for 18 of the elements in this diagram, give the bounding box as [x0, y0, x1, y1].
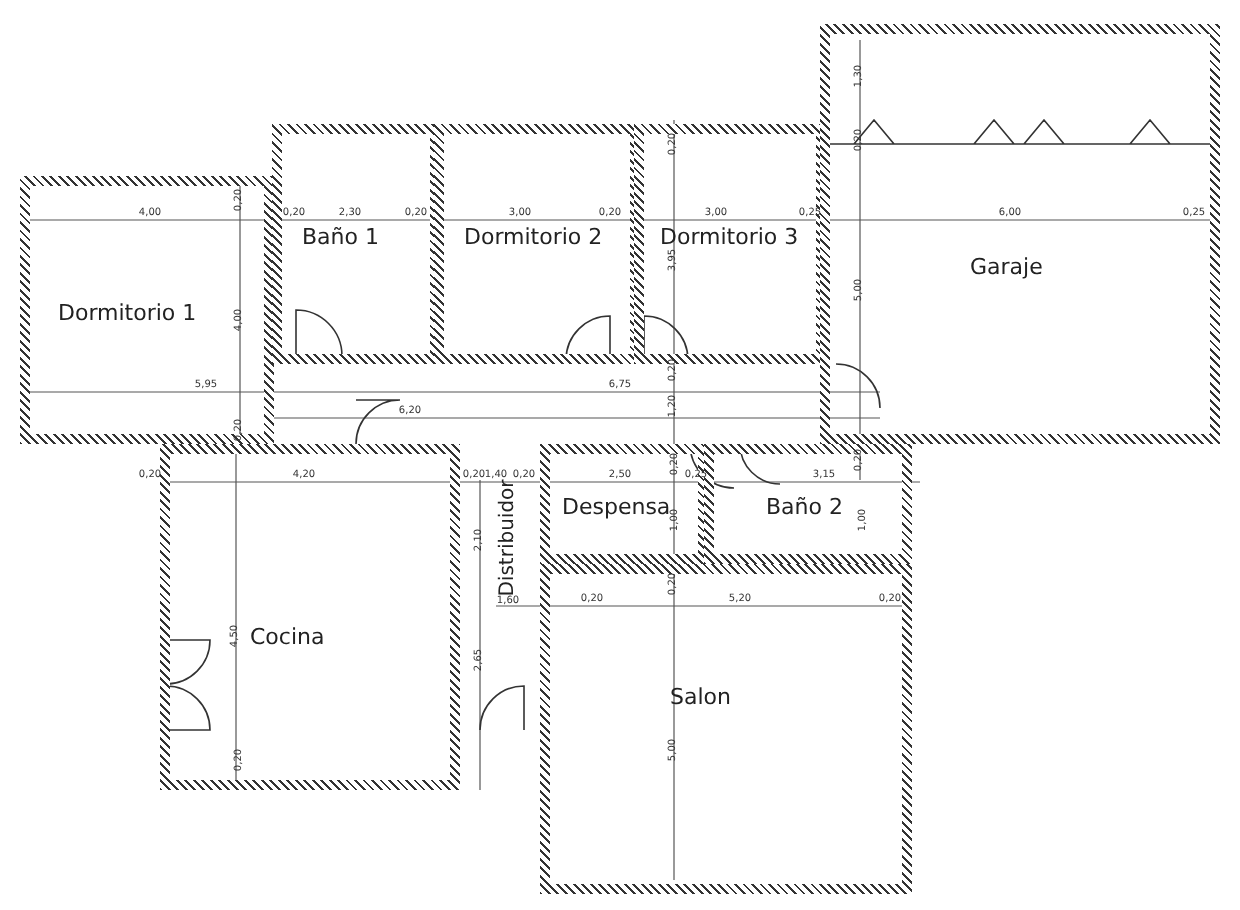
room-outline — [540, 564, 912, 894]
room-outline — [540, 444, 708, 564]
room-outline — [434, 124, 640, 364]
room-label: Distribuidor — [497, 479, 519, 597]
room-label: Baño 1 — [302, 224, 379, 250]
room-label: Dormitorio 2 — [464, 224, 603, 250]
room-outline — [820, 24, 1220, 444]
room-label: Salon — [670, 684, 731, 710]
room-label: Dormitorio 1 — [58, 300, 197, 326]
room-label: Garaje — [970, 254, 1043, 280]
room-label: Cocina — [250, 624, 325, 650]
room-outline — [160, 444, 460, 790]
room-outline — [20, 176, 274, 444]
room-label: Baño 2 — [766, 494, 843, 520]
room-outline — [704, 444, 912, 564]
room-outline — [272, 124, 440, 364]
room-label: Dormitorio 3 — [660, 224, 799, 250]
room-label: Despensa — [562, 494, 671, 520]
